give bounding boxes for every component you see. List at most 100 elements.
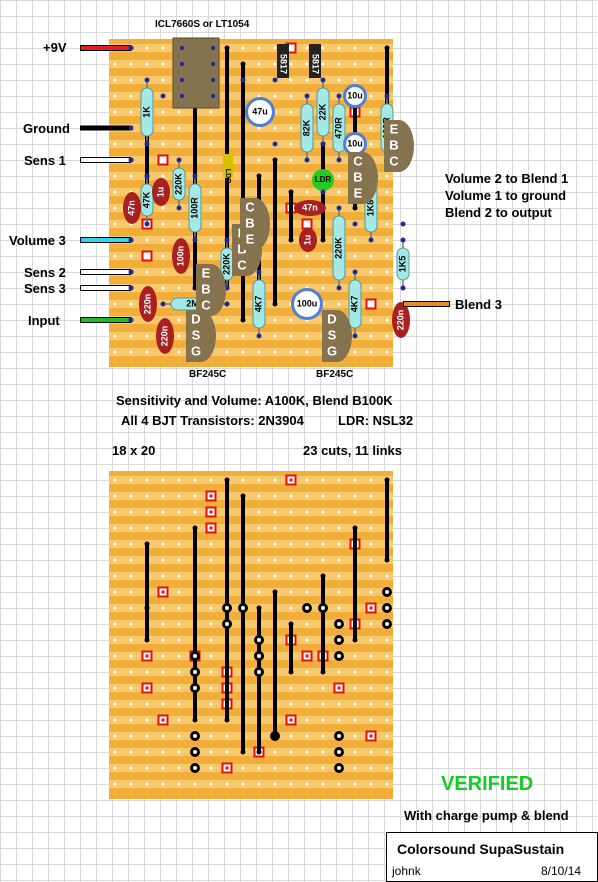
capacitor-100u-label: 100u (297, 298, 318, 308)
strip-hole (305, 638, 309, 642)
strip-hole (177, 686, 181, 690)
strip-hole (129, 622, 133, 626)
capacitor-47u-label: 47u (252, 106, 268, 116)
strip-hole (161, 686, 165, 690)
strip-hole (193, 782, 197, 786)
strip-hole (177, 734, 181, 738)
strip-hole (257, 94, 261, 98)
capacitor-10u-b-label: 10u (347, 138, 363, 148)
bjt-right (348, 152, 378, 204)
strip-hole (145, 46, 149, 50)
bjt-center-pin: C (245, 199, 255, 214)
component-pin-hole (337, 638, 341, 642)
strip-hole (113, 478, 117, 482)
strip-hole (161, 110, 165, 114)
strip-hole (321, 766, 325, 770)
resistor-end (192, 173, 198, 179)
strip-hole (305, 766, 309, 770)
component-pin-hole (193, 670, 197, 674)
strip-hole (289, 94, 293, 98)
strip-hole (209, 734, 213, 738)
strip-hole (209, 142, 213, 146)
link-end (256, 749, 262, 755)
capacitor-47u-inner (248, 100, 272, 124)
copper-strip (109, 636, 393, 644)
strip-hole (145, 670, 149, 674)
copper-strip (109, 156, 393, 164)
strip-hole (385, 638, 389, 642)
strip-hole (385, 654, 389, 658)
bjt-center-pin: B (245, 215, 254, 230)
diode-b-label: 5817 (311, 54, 321, 74)
strip-hole (177, 750, 181, 754)
routing-note-3: Blend 2 to output (445, 205, 552, 220)
strip-hole (305, 590, 309, 594)
ic-pin (180, 94, 184, 98)
strip-hole (305, 510, 309, 514)
bjt-center (240, 198, 270, 250)
board-size: 18 x 20 (112, 443, 156, 458)
strip-hole (257, 126, 261, 130)
copper-strip (109, 140, 393, 148)
resistor-end (144, 221, 150, 227)
strip-hole (273, 782, 277, 786)
strip-hole (369, 350, 373, 354)
strip-hole (321, 510, 325, 514)
strip-hole (113, 526, 117, 530)
link-end (384, 45, 390, 51)
strip-hole (225, 334, 229, 338)
copper-strip (109, 732, 393, 740)
strip-hole (321, 542, 325, 546)
resistor-220k-c-label: 220K (333, 237, 343, 259)
link-end (224, 717, 230, 723)
link-end (240, 493, 246, 499)
component-lead (400, 221, 406, 227)
capacitor-47n-b-label: 47n (302, 202, 318, 212)
link-end (320, 669, 326, 675)
strip-cut (365, 298, 377, 310)
component-pin-hole (257, 638, 261, 642)
strip-hole (289, 782, 293, 786)
strip-hole (241, 46, 245, 50)
diode-a (277, 44, 289, 78)
strip-hole (161, 46, 165, 50)
strip-hole (385, 270, 389, 274)
strip-hole (385, 334, 389, 338)
strip-hole (225, 734, 229, 738)
strip-hole (177, 110, 181, 114)
resistor-1k5-label: 1K5 (397, 256, 407, 273)
strip-hole (353, 494, 357, 498)
strip-hole (209, 654, 213, 658)
strip-hole (353, 510, 357, 514)
strip-hole (321, 254, 325, 258)
resistor-2m2-label: 2M2 (186, 298, 204, 308)
strip-hole (209, 478, 213, 482)
copper-strip (109, 604, 393, 612)
strip-hole (273, 750, 277, 754)
strip-hole (145, 734, 149, 738)
resistor-end (224, 237, 230, 243)
strip-hole (145, 750, 149, 754)
strip-hole (209, 174, 213, 178)
copper-strip (109, 716, 393, 724)
strip-hole (113, 254, 117, 258)
strip-hole (289, 574, 293, 578)
pot-info: Sensitivity and Volume: A100K, Blend B10… (116, 393, 393, 408)
component-pin-hole (193, 654, 197, 658)
ic-pin (180, 46, 184, 50)
strip-hole (209, 766, 213, 770)
strip-hole (129, 590, 133, 594)
strip-hole (369, 558, 373, 562)
strip-hole (129, 494, 133, 498)
strip-hole (161, 702, 165, 706)
strip-hole (129, 606, 133, 610)
strip-hole (369, 478, 373, 482)
strip-hole (177, 718, 181, 722)
strip-hole (337, 78, 341, 82)
strip-hole (161, 222, 165, 226)
strip-hole (145, 334, 149, 338)
strip-hole (129, 638, 133, 642)
strip-hole (369, 782, 373, 786)
strip-hole (161, 510, 165, 514)
link-end (352, 525, 358, 531)
